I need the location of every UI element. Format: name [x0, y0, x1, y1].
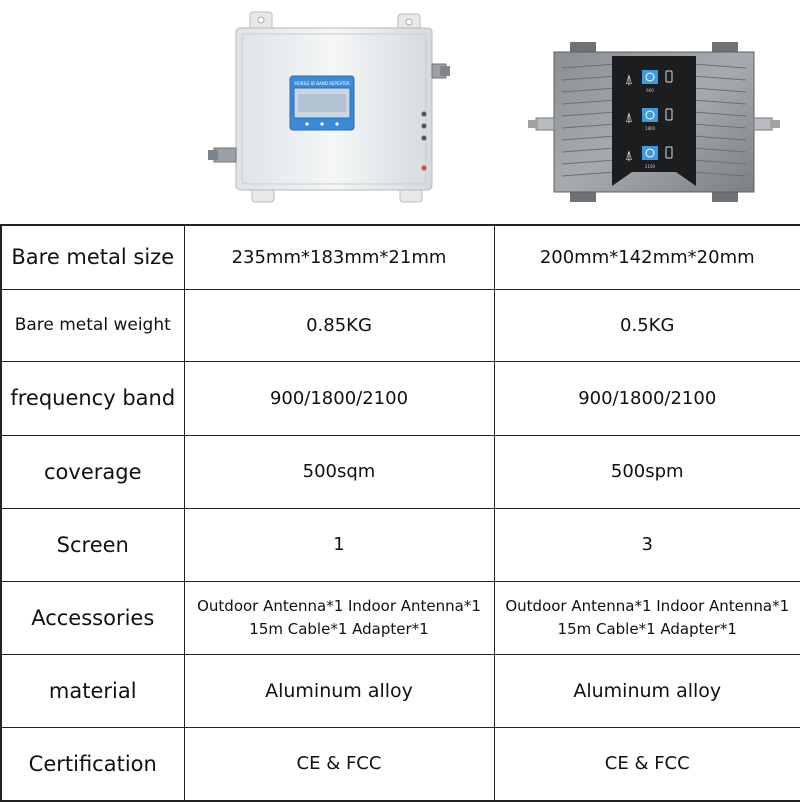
table-row: Bare metal size 235mm*183mm*21mm 200mm*1…: [0, 224, 800, 290]
col2-value: 0.5KG: [493, 288, 800, 362]
col1-value: Aluminum alloy: [183, 653, 495, 728]
col1-value: 900/1800/2100: [183, 360, 495, 436]
gray-booster-image: ⍋ 900 ⍋ 1800 ⍋: [526, 40, 792, 208]
row-label: Screen: [0, 507, 185, 582]
row-label: Accessories: [0, 580, 185, 655]
svg-text:⍋: ⍋: [625, 148, 633, 164]
table-row: Accessories Outdoor Antenna*1 Indoor Ant…: [0, 580, 800, 655]
svg-text:⍋: ⍋: [625, 72, 633, 88]
col2-value: 3: [493, 507, 800, 582]
table-row: coverage 500sqm 500spm: [0, 434, 800, 509]
table-row: material Aluminum alloy Aluminum alloy: [0, 653, 800, 728]
table-row: Certification CE & FCC CE & FCC: [0, 726, 800, 802]
col1-value: 500sqm: [183, 434, 495, 509]
band-label-2100: 2100: [645, 164, 656, 169]
col2-value: 500spm: [493, 434, 800, 509]
col2-value: CE & FCC: [493, 726, 800, 802]
product-images: MOBILE ID BAND REPEATER: [0, 0, 800, 224]
col2-value: Aluminum alloy: [493, 653, 800, 728]
row-label: material: [0, 653, 185, 728]
svg-text:⍋: ⍋: [625, 110, 633, 126]
row-label: Certification: [0, 726, 185, 802]
spec-comparison-table: Bare metal size 235mm*183mm*21mm 200mm*1…: [0, 224, 800, 802]
table-row: frequency band 900/1800/2100 900/1800/21…: [0, 360, 800, 436]
col1-value: 1: [183, 507, 495, 582]
row-label: Bare metal weight: [0, 288, 185, 362]
col1-value: 0.85KG: [183, 288, 495, 362]
col1-value: Outdoor Antenna*1 Indoor Antenna*1 15m C…: [183, 580, 495, 655]
row-label: Bare metal size: [0, 224, 185, 290]
col1-value: CE & FCC: [183, 726, 495, 802]
table-row: Screen 1 3: [0, 507, 800, 582]
col2-value: 900/1800/2100: [493, 360, 800, 436]
screen-label: MOBILE ID BAND REPEATER: [294, 81, 350, 86]
table-row: Bare metal weight 0.85KG 0.5KG: [0, 288, 800, 362]
band-label-900: 900: [646, 88, 654, 93]
row-label: coverage: [0, 434, 185, 509]
white-booster-image: MOBILE ID BAND REPEATER: [200, 8, 460, 208]
band-label-1800: 1800: [645, 126, 656, 131]
col2-value: Outdoor Antenna*1 Indoor Antenna*1 15m C…: [493, 580, 800, 655]
col1-value: 235mm*183mm*21mm: [183, 224, 495, 290]
row-label: frequency band: [0, 360, 185, 436]
col2-value: 200mm*142mm*20mm: [493, 224, 800, 290]
